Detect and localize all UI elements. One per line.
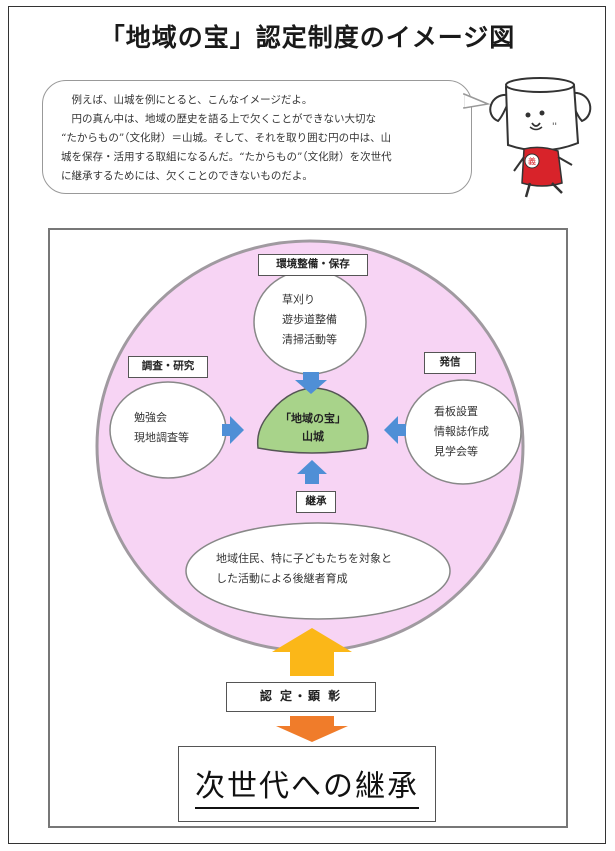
speech-bubble: 例えば、山城を例にとると、こんなイメージだよ。 円の真ん中は、地域の歴史を語る上… [42,80,472,194]
center-line-2: 山城 [302,430,324,443]
page-title: 「地域の宝」認定制度のイメージ図 [99,23,516,52]
arrow-left-blue [384,416,406,444]
bottom-text: 地域住民、特に子どもたちを対象と した活動による後継者育成 [216,549,392,589]
top-item-2: 遊歩道整備 [282,313,337,326]
mascot-badge: 義 [528,156,536,166]
label-publicity: 発信 [424,352,476,374]
speech-line-4: 城を保存・活用する取組になるんだ。“たからもの”（文化財）を次世代 [61,151,392,163]
left-item-2: 現地調査等 [134,431,189,444]
svg-text:'': '' [552,122,557,132]
mascot-icon: '' 義 [489,77,592,198]
speech-line-2: 円の真ん中は、地域の歴史を語る上で欠くことができない大切な [71,113,377,125]
arrow-up-blue [297,460,327,484]
label-research: 調査・研究 [128,356,208,378]
right-item-1: 看板設置 [434,405,478,418]
right-items: 看板設置 情報誌作成 見学会等 [434,402,489,462]
certification-box: 認 定・顕 彰 [226,682,376,712]
speech-line-1: 例えば、山城を例にとると、こんなイメージだよ。 [71,94,313,106]
arrow-down-blue [295,372,327,394]
speech-line-3: “たからもの”（文化財）＝山城。そして、それを取り囲む円の中は、山 [61,132,392,144]
right-item-3: 見学会等 [434,445,478,458]
page-frame [8,6,606,844]
arrow-right-blue [222,416,244,444]
arrow-down-orange [276,716,348,742]
speech-bubble-tail [462,92,491,109]
top-items: 草刈り 遊歩道整備 清掃活動等 [282,290,337,350]
label-environment: 環境整備・保存 [258,254,368,276]
right-item-2: 情報誌作成 [434,425,489,438]
top-item-3: 清掃活動等 [282,333,337,346]
bottom-line-1: 地域住民、特に子どもたちを対象と [216,552,392,565]
left-item-1: 勉強会 [134,411,167,424]
center-line-1: 「地域の宝」 [280,412,346,425]
bottom-ellipse [185,522,451,620]
left-items: 勉強会 現地調査等 [134,408,189,448]
speech-line-5: に継承するためには、欠くことのできないものだよ。 [61,170,313,182]
bottom-line-2: した活動による後継者育成 [216,572,348,585]
final-text: 次世代への継承 [195,761,419,809]
arrow-up-yellow [272,628,352,676]
center-label: 「地域の宝」 山城 [270,410,356,446]
top-item-1: 草刈り [282,293,315,306]
label-succession: 継承 [296,491,336,513]
final-box: 次世代への継承 [178,746,436,822]
center-mound [256,387,369,454]
